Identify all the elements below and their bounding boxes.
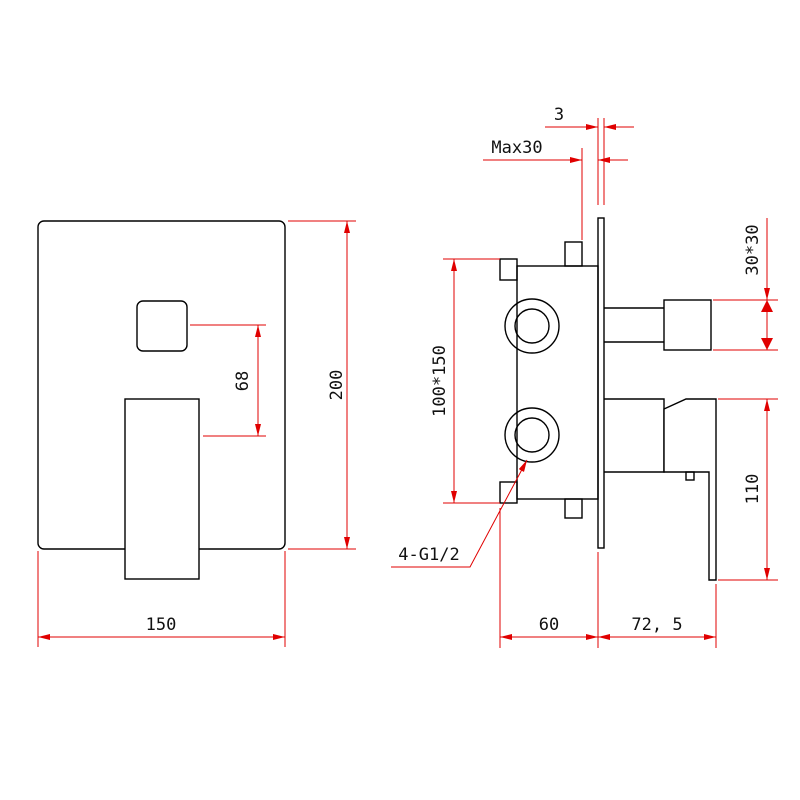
valve-body xyxy=(516,265,599,500)
label-box-depth: 60 xyxy=(539,615,559,635)
handle-base xyxy=(604,398,665,473)
port-upper-outer xyxy=(504,298,560,354)
mount-tab-top-right xyxy=(564,241,583,267)
label-plate-gap: 3 xyxy=(554,105,564,125)
labels: 150 200 68 3 Max30 100*150 4-G1/2 60 72,… xyxy=(146,105,763,635)
handle-lever xyxy=(663,398,717,581)
label-width: 150 xyxy=(146,615,177,635)
mixer-lever xyxy=(124,398,200,580)
mount-tab-bottom-right xyxy=(564,498,583,519)
label-connections: 4-G1/2 xyxy=(398,545,459,565)
connections-leader xyxy=(391,459,528,568)
label-box-size: 100*150 xyxy=(430,345,450,417)
dimensions xyxy=(37,118,778,648)
label-spacing: 68 xyxy=(233,371,253,391)
label-height: 200 xyxy=(327,370,347,401)
label-projection: 72, 5 xyxy=(631,615,682,635)
port-lower-outer xyxy=(504,407,560,463)
side-cover-plate xyxy=(597,217,605,549)
label-max-depth: Max30 xyxy=(491,138,542,158)
diverter-button xyxy=(136,300,188,352)
mount-tab-bottom-left xyxy=(499,481,518,504)
label-stem-size: 30*30 xyxy=(743,224,763,275)
side-view xyxy=(499,217,717,581)
stem-knob xyxy=(663,299,712,351)
mount-tab-top-left xyxy=(499,258,518,281)
port-lower-inner xyxy=(514,417,550,453)
port-upper-inner xyxy=(514,308,550,344)
handle-screw xyxy=(685,471,695,481)
label-handle-height: 110 xyxy=(743,474,763,505)
front-view xyxy=(37,220,286,580)
